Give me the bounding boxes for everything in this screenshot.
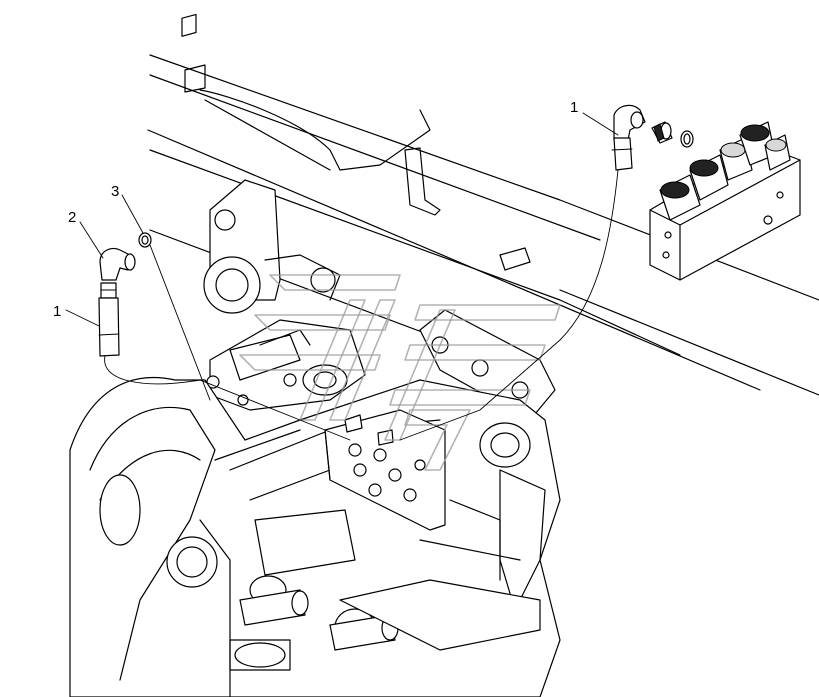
chassis-frame <box>69 13 819 697</box>
leader-line <box>149 244 211 401</box>
callout-left-2: 2 <box>68 209 104 259</box>
right-valve-block <box>649 121 801 281</box>
callout-right-1: 1 <box>570 99 619 136</box>
callout-left-3: 3 <box>111 183 144 234</box>
callout-label: 1 <box>53 303 61 320</box>
callout-label: 1 <box>570 99 578 116</box>
left-fitting-assembly <box>98 232 351 441</box>
callout-label: 2 <box>68 209 76 226</box>
callout-left-1: 1 <box>53 303 100 327</box>
watermark-logo <box>239 274 561 471</box>
right-fitting-assembly <box>399 104 694 441</box>
solenoid-cartridges <box>659 121 791 221</box>
callout-label: 3 <box>111 183 119 200</box>
